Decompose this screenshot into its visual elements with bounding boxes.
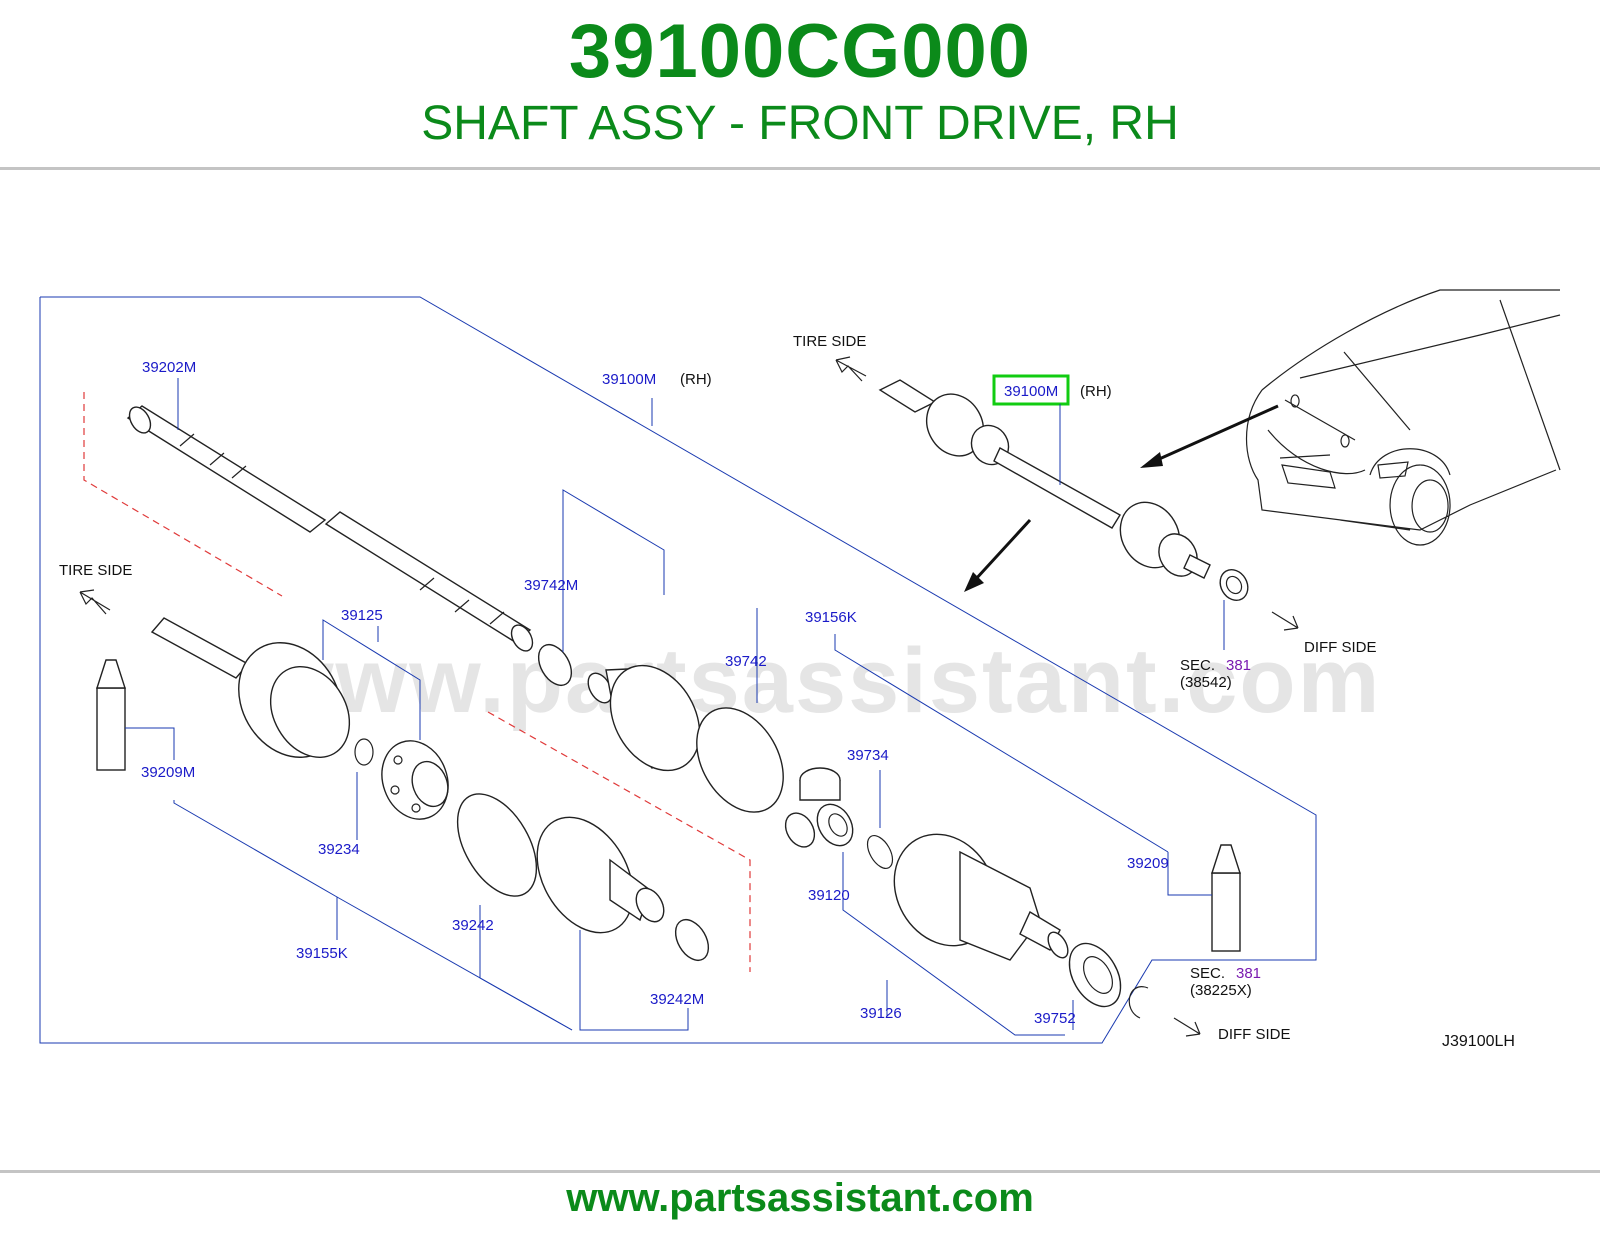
tire-side-arrow-left	[79, 589, 111, 615]
tire-side-arrow-top	[835, 356, 867, 382]
car-illustration	[1246, 289, 1561, 546]
dash-guide-boot	[487, 711, 751, 972]
label-39209[interactable]: 39209	[1127, 855, 1169, 872]
header-divider	[0, 167, 1600, 170]
assembled-drive-shaft	[878, 379, 1249, 602]
label-tire-side-top: TIRE SIDE	[793, 333, 866, 350]
leader-boot-group	[562, 489, 665, 595]
boot-band-39742M	[537, 644, 573, 686]
label-sec1-num[interactable]: 381	[1226, 657, 1251, 674]
boot-upper	[587, 664, 701, 772]
leader-39242	[479, 905, 573, 1031]
shaft-39202M	[126, 405, 534, 652]
callout-arrowhead-car	[1140, 452, 1163, 468]
label-39125[interactable]: 39125	[341, 607, 383, 624]
leader-39120	[842, 852, 1065, 1036]
label-39155K[interactable]: 39155K	[296, 945, 348, 962]
label-39734[interactable]: 39734	[847, 747, 889, 764]
dash-guide-shaft	[83, 392, 283, 597]
highlight-box	[992, 374, 1070, 406]
footer-url[interactable]: www.partsassistant.com	[566, 1176, 1034, 1220]
label-39752[interactable]: 39752	[1034, 1010, 1076, 1027]
bearing-cage-39125	[381, 740, 449, 820]
label-39742M[interactable]: 39742M	[524, 577, 578, 594]
label-sec1-ref: (38542)	[1180, 674, 1232, 691]
label-sec2-ref: (38225X)	[1190, 982, 1252, 999]
label-39100M-highlight[interactable]: 39100M	[1004, 383, 1058, 400]
snap-ring-39734	[866, 835, 894, 869]
label-39242[interactable]: 39242	[452, 917, 494, 934]
leader-39209M	[125, 727, 175, 760]
boot-band-39742	[696, 707, 784, 813]
grease-tube-39209M	[96, 659, 126, 771]
label-sec2-num[interactable]: 381	[1236, 965, 1261, 982]
leader-39209	[1167, 852, 1212, 896]
clip-ring-38225X	[1128, 986, 1149, 1019]
grease-tube-39209	[1211, 844, 1241, 952]
footer-divider	[0, 1170, 1600, 1173]
label-39156K[interactable]: 39156K	[805, 609, 857, 626]
boot-band-39242	[456, 793, 538, 897]
label-tire-side-left: TIRE SIDE	[59, 562, 132, 579]
label-rh-main: (RH)	[680, 371, 712, 388]
label-39126[interactable]: 39126	[860, 1005, 902, 1022]
label-39202M[interactable]: 39202M	[142, 359, 196, 376]
label-sec2-prefix: SEC.	[1190, 965, 1225, 982]
leader-39155K	[173, 800, 338, 940]
callout-arrowhead-explode	[964, 572, 984, 592]
watermark-text: www.partsassistant.com	[261, 630, 1381, 732]
leader-39242M	[579, 930, 689, 1031]
label-39120[interactable]: 39120	[808, 887, 850, 904]
label-rh-highlight: (RH)	[1080, 383, 1112, 400]
leader-39125	[322, 619, 421, 740]
label-39742[interactable]: 39742	[725, 653, 767, 670]
parts-diagram: www.partsassistant.com TIRE SIDE 39100M …	[0, 270, 1600, 1110]
part-number-title: 39100CG000	[568, 9, 1032, 94]
boot-band-39242M	[674, 919, 710, 961]
tripod-joint-39120	[784, 767, 854, 848]
label-39209M[interactable]: 39209M	[141, 764, 195, 781]
label-diff-side-top: DIFF SIDE	[1304, 639, 1377, 656]
label-sec1-prefix: SEC.	[1180, 657, 1215, 674]
assembly-frame	[39, 296, 1317, 1044]
callout-arrow-car	[1147, 404, 1279, 466]
part-description: SHAFT ASSY - FRONT DRIVE, RH	[421, 97, 1179, 150]
snap-ring-39234	[354, 738, 374, 766]
boot-lower	[536, 816, 665, 934]
leader-39156K	[834, 634, 1169, 853]
callout-arrow-explode	[973, 518, 1032, 582]
label-39100M[interactable]: 39100M	[602, 371, 656, 388]
exploded-view-drawing: www.partsassistant.com TIRE SIDE 39100M …	[39, 289, 1561, 1050]
label-39234[interactable]: 39234	[318, 841, 360, 858]
page-header: 39100CG000 SHAFT ASSY - FRONT DRIVE, RH	[0, 0, 1600, 168]
diff-side-arrow-bottom	[1173, 1017, 1201, 1037]
leader-39155K-b	[336, 896, 573, 1031]
dust-seal-39752	[1068, 942, 1122, 1008]
label-39242M[interactable]: 39242M	[650, 991, 704, 1008]
joint-housing-39126	[893, 833, 1069, 961]
outer-cv-joint	[150, 617, 351, 758]
drawing-code: J39100LH	[1442, 1033, 1515, 1050]
diff-side-arrow-top	[1271, 611, 1299, 631]
label-diff-side-bottom: DIFF SIDE	[1218, 1026, 1291, 1043]
